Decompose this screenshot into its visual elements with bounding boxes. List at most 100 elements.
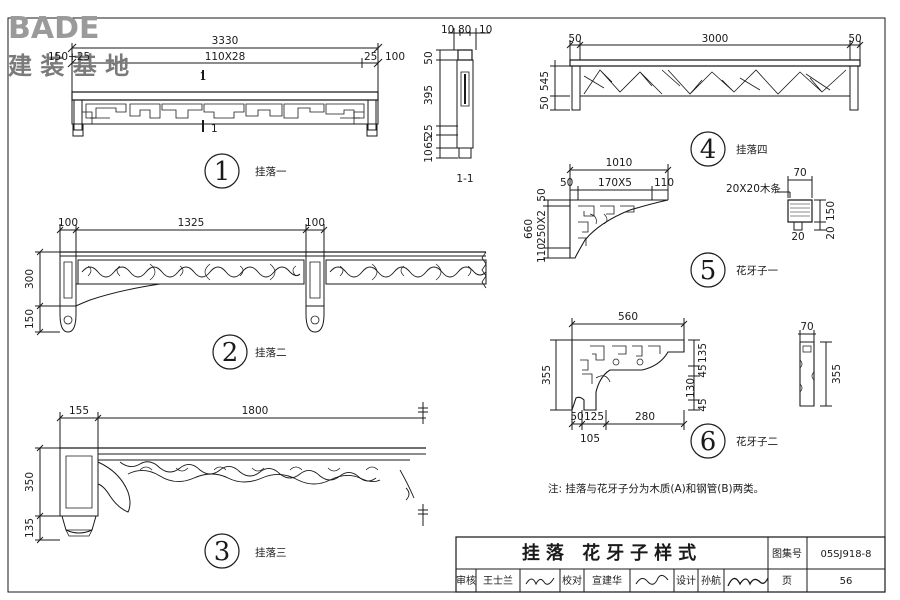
fig1-beam-dim: 110X28 <box>205 51 246 63</box>
figure-4-number-circle <box>691 132 725 166</box>
fig6-b3: 280 <box>635 411 655 423</box>
fig5-h-mid: 250X2 <box>536 210 548 244</box>
sec11-h2: 395 <box>423 85 435 105</box>
reviewer-name: 王士兰 <box>483 574 513 587</box>
fig3-left-dim: 155 <box>69 405 89 417</box>
figure-5-spandrel-1 <box>543 164 826 287</box>
fig5-mid-dim: 170X5 <box>598 177 632 189</box>
note-text: 注: 挂落与花牙子分为木质(A)和钢管(B)两类。 <box>548 482 764 495</box>
fig2-right-dim: 100 <box>305 217 325 229</box>
sec11-h5: 10 <box>423 149 435 162</box>
fig4-h-bottom: 50 <box>539 96 551 109</box>
fig6-hb: 45 <box>697 364 709 377</box>
fig2-h-upper: 300 <box>24 269 36 289</box>
checker-signature <box>636 575 668 584</box>
section-1-1 <box>436 28 490 158</box>
fig1-right-b-dim: 100 <box>385 51 405 63</box>
fig2-span-dim: 1325 <box>178 217 205 229</box>
fig6-ha: 135 <box>697 343 709 363</box>
fig6-overall-dim: 560 <box>618 311 638 323</box>
fig1-overall-dim: 3330 <box>212 35 239 47</box>
figure-3-number-circle <box>205 534 239 568</box>
figure-4-hanging-fascia-4 <box>550 40 863 166</box>
figure-1-number-circle <box>205 154 239 188</box>
figure-3-label: 挂落三 <box>255 546 287 559</box>
fig1-left-sub-dim: 150+25 <box>48 51 90 63</box>
fig6-side-w: 70 <box>800 321 813 333</box>
fig6-hd: 45 <box>697 398 709 411</box>
atlas-number-label: 图集号 <box>772 547 802 560</box>
sec11-top-c: 10 <box>479 24 492 36</box>
figure-2-label: 挂落二 <box>255 346 287 359</box>
designer-name: 孙航 <box>701 574 721 587</box>
figure-2-hanging-fascia-2 <box>35 224 486 369</box>
fig5-strip-label: 20X20木条 <box>726 182 781 195</box>
fig3-h-upper: 350 <box>24 472 36 492</box>
title-block <box>456 537 885 592</box>
sec11-h3: 25 <box>423 124 435 137</box>
brand-logo-text: BADE <box>8 11 99 46</box>
fig6-b1: 50 <box>570 411 583 423</box>
figure-3-number: 3 <box>214 537 231 567</box>
page-number: 56 <box>840 576 853 587</box>
fig5-hb-dim: 20 <box>825 226 837 239</box>
brand-logo-chinese: 建 装 基 地 <box>8 52 129 80</box>
fig1-section-mark-top: 1 <box>200 71 207 83</box>
figure-6-label: 花牙子二 <box>736 435 778 448</box>
figure-6-number: 6 <box>700 427 717 457</box>
sec11-h1: 50 <box>423 51 435 64</box>
figure-1-hanging-fascia-1 <box>68 43 382 188</box>
reviewer-signature <box>526 578 554 584</box>
figure-6-spandrel-2 <box>550 318 832 458</box>
fig4-h-main: 545 <box>539 71 551 91</box>
sec11-top-a: 10 <box>441 24 454 36</box>
section-1-1-caption: 1-1 <box>456 173 473 185</box>
fig6-side-h: 355 <box>831 364 843 384</box>
figure-4-label: 挂落四 <box>736 143 768 156</box>
check-label: 校对 <box>562 574 582 587</box>
figure-2-number: 2 <box>222 338 239 368</box>
figure-4-number: 4 <box>700 135 717 165</box>
atlas-number: 05SJ918-8 <box>820 549 871 560</box>
design-label: 设计 <box>676 574 696 587</box>
fig5-h-top: 50 <box>536 188 548 201</box>
fig2-h-lower: 150 <box>24 309 36 329</box>
fig5-overall-dim: 1010 <box>606 157 633 169</box>
figure-1-label: 挂落一 <box>255 165 287 178</box>
fig4-right-dim: 50 <box>848 33 861 45</box>
figure-6-number-circle <box>691 424 725 458</box>
fig1-section-mark-bottom: 1 <box>211 123 218 135</box>
fig6-b4: 105 <box>580 433 600 445</box>
fig5-ha-dim: 150 <box>825 201 837 221</box>
fig4-span-dim: 3000 <box>702 33 729 45</box>
fig3-span-dim: 1800 <box>242 405 269 417</box>
figure-2-number-circle <box>213 335 247 369</box>
fig6-hc: 130 <box>685 378 697 398</box>
figure-5-number-circle <box>691 253 725 287</box>
review-label: 审核 <box>456 574 476 587</box>
designer-signature <box>728 578 768 586</box>
page-label: 页 <box>782 575 792 587</box>
fig5-w-dim: 70 <box>793 167 806 179</box>
figure-5-number: 5 <box>700 256 717 286</box>
figure-5-label: 花牙子一 <box>736 264 778 277</box>
fig6-h-total: 355 <box>541 365 553 385</box>
fig4-left-dim: 50 <box>568 33 581 45</box>
sec11-h4: 65 <box>423 135 435 148</box>
fig5-hc-dim: 20 <box>791 231 804 243</box>
fig5-h-bot: 110 <box>536 243 548 263</box>
drawing-title: 挂落 花牙子样式 <box>522 542 702 564</box>
fig5-h-total: 660 <box>523 219 535 239</box>
sheet-frame <box>8 18 885 592</box>
fig5-right-dim: 110 <box>654 177 674 189</box>
figure-3-hanging-fascia-3 <box>35 402 428 568</box>
fig1-right-a-dim: 25 <box>364 51 377 63</box>
sec11-top-b: 80 <box>458 24 471 36</box>
fig3-h-lower: 135 <box>24 518 36 538</box>
fig5-left-dim: 50 <box>560 177 573 189</box>
fig6-b2: 125 <box>584 411 604 423</box>
checker-name: 宣建华 <box>592 574 622 587</box>
fig2-left-dim: 100 <box>58 217 78 229</box>
figure-1-number: 1 <box>214 157 231 187</box>
